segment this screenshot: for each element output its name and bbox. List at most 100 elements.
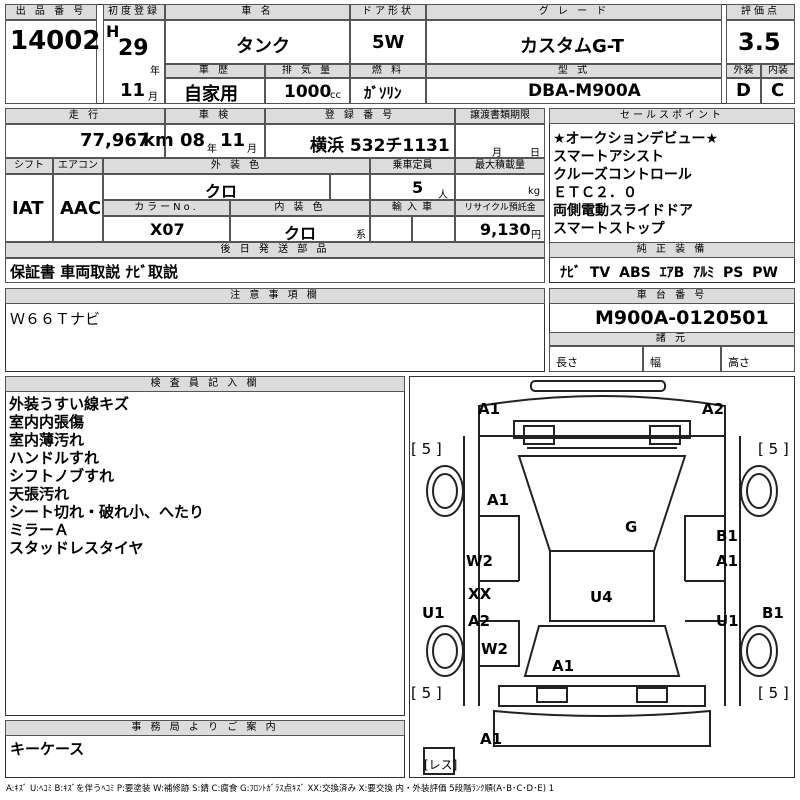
damage-mark: A1 — [552, 657, 575, 675]
damage-mark: XX — [468, 585, 492, 603]
load-unit: kg — [528, 186, 541, 197]
recycle-label: リサイクル預託金 — [455, 200, 545, 216]
equipment-item: ABS — [619, 265, 651, 281]
dims-label: 諸 元 — [549, 332, 795, 346]
sales-point-item: ＥＴＣ２．０ — [553, 185, 637, 201]
chassis-number: M900A-0120501 — [595, 307, 769, 329]
damage-mark: A1 — [716, 552, 739, 570]
mileage-label: 走 行 — [5, 108, 165, 124]
inspection-year: 08 — [180, 130, 206, 151]
history-cell — [165, 78, 265, 104]
interior-cell — [761, 78, 795, 104]
length-cell — [549, 346, 643, 372]
load-cell — [455, 174, 545, 200]
sales-point-item: スマートストップ — [553, 221, 665, 237]
exterior-color: クロ — [205, 182, 238, 201]
lot-cell — [5, 20, 97, 104]
inspector-item: ハンドルすれ — [9, 449, 100, 467]
vehicle-name: タンク — [236, 36, 290, 57]
inspector-item: ミラーＡ — [9, 521, 70, 539]
recycle-cell — [455, 216, 545, 242]
inspection-month: 11 — [220, 130, 246, 151]
damage-mark: U4 — [590, 588, 613, 606]
equipment-item: TV — [589, 265, 611, 281]
equipment-item: PW — [752, 265, 778, 281]
width-label: 幅 — [650, 356, 661, 369]
chassis-label: 車 台 番 号 — [549, 288, 795, 304]
car-diagram — [423, 380, 778, 775]
inspection-label: 車 検 — [165, 108, 265, 124]
lot-label: 出 品 番 号 — [5, 4, 97, 20]
month-unit: 月 — [148, 92, 158, 103]
seats-label: 乗車定員 — [370, 158, 455, 174]
equipment-label: 純 正 装 備 — [549, 242, 795, 258]
inspector-item: 室内薄汚れ — [9, 431, 85, 449]
ac-label: エアコン — [53, 158, 103, 174]
interior-grade: C — [771, 80, 785, 101]
ac-cell — [53, 174, 103, 242]
model-label: 型 式 — [426, 64, 722, 78]
lot-number: 14002 — [10, 26, 101, 56]
equipment-item: ｱﾙﾐ — [693, 265, 715, 281]
plate-number: 横浜 532チ1131 — [310, 136, 450, 156]
damage-mark: [ 5 ] — [758, 684, 789, 702]
length-label: 長さ — [556, 356, 578, 369]
fuel-cell — [350, 78, 426, 104]
interior-color-unit: 系 — [356, 230, 366, 241]
inspection-year-unit: 年 — [207, 144, 217, 155]
interior-color-cell — [230, 216, 370, 242]
color-number: X07 — [150, 220, 185, 239]
exterior-grade: D — [736, 80, 751, 101]
equipment-item: ｴｱB — [659, 265, 685, 281]
transfer-cell — [455, 124, 545, 158]
fuel-label: 燃 料 — [350, 64, 426, 78]
car-outline — [423, 380, 778, 775]
exterior-cell — [726, 78, 761, 104]
inspector-item: シフトノブすれ — [9, 467, 115, 485]
damage-mark: [ 5 ] — [758, 440, 789, 458]
transfer-day-unit: 日 — [530, 148, 540, 159]
legend: A:ｷｽﾞ U:ﾍｺﾐ B:ｷｽﾞを伴うﾍｺﾐ P:要塗装 W:補修跡 S:錆 … — [6, 784, 555, 794]
displacement-cell — [265, 78, 350, 104]
transfer-label: 譲渡書類期限 — [455, 108, 545, 124]
seats-unit: 人 — [438, 190, 448, 201]
damage-mark: W2 — [481, 640, 508, 658]
inspector-item: 室内内張傷 — [9, 413, 85, 431]
damage-mark: U1 — [422, 604, 445, 622]
shift-label: シフト — [5, 158, 53, 174]
recycle-fee: 9,130 — [480, 220, 531, 239]
office-label: 事 務 局 よ り ご 案 内 — [5, 720, 405, 736]
score: 3.5 — [738, 28, 781, 56]
displacement-label: 排 気 量 — [265, 64, 350, 78]
recycle-unit: 円 — [531, 230, 541, 241]
mileage: 77,967 — [80, 130, 150, 151]
color-no-cell — [103, 216, 230, 242]
color-label: 外 装 色 — [103, 158, 370, 174]
damage-mark: G — [625, 518, 638, 536]
sales-point-label: セールスポイント — [549, 108, 795, 124]
notes-text: Ｗ６６Ｔナビ — [10, 310, 101, 328]
grade: カスタムG-T — [520, 36, 624, 57]
inspector-item: シート切れ・破れ小、へたり — [9, 503, 205, 521]
damage-mark: A2 — [468, 612, 491, 630]
displacement-unit: cc — [330, 90, 341, 101]
era: H — [106, 22, 120, 41]
history-label: 車 歴 — [165, 64, 265, 78]
first-reg-label: 初度登録 — [103, 4, 165, 20]
mileage-cell — [5, 124, 165, 158]
model-cell — [426, 78, 722, 104]
model-code: DBA-M900A — [528, 81, 641, 101]
damage-mark: A1 — [487, 491, 510, 509]
first-reg-cell — [103, 20, 165, 104]
width-cell — [643, 346, 721, 372]
damage-mark: W2 — [466, 552, 493, 570]
damage-diagram-block — [409, 376, 795, 778]
inspection-cell — [165, 124, 265, 158]
air-conditioner: AAC — [60, 198, 102, 219]
name-cell — [165, 20, 350, 64]
shift: IAT — [12, 198, 44, 219]
import-cell — [370, 216, 412, 242]
interior-label: 内装 — [761, 64, 795, 78]
inspector-item: 外装うすい線キズ — [9, 395, 130, 413]
seats-cell — [370, 174, 455, 200]
